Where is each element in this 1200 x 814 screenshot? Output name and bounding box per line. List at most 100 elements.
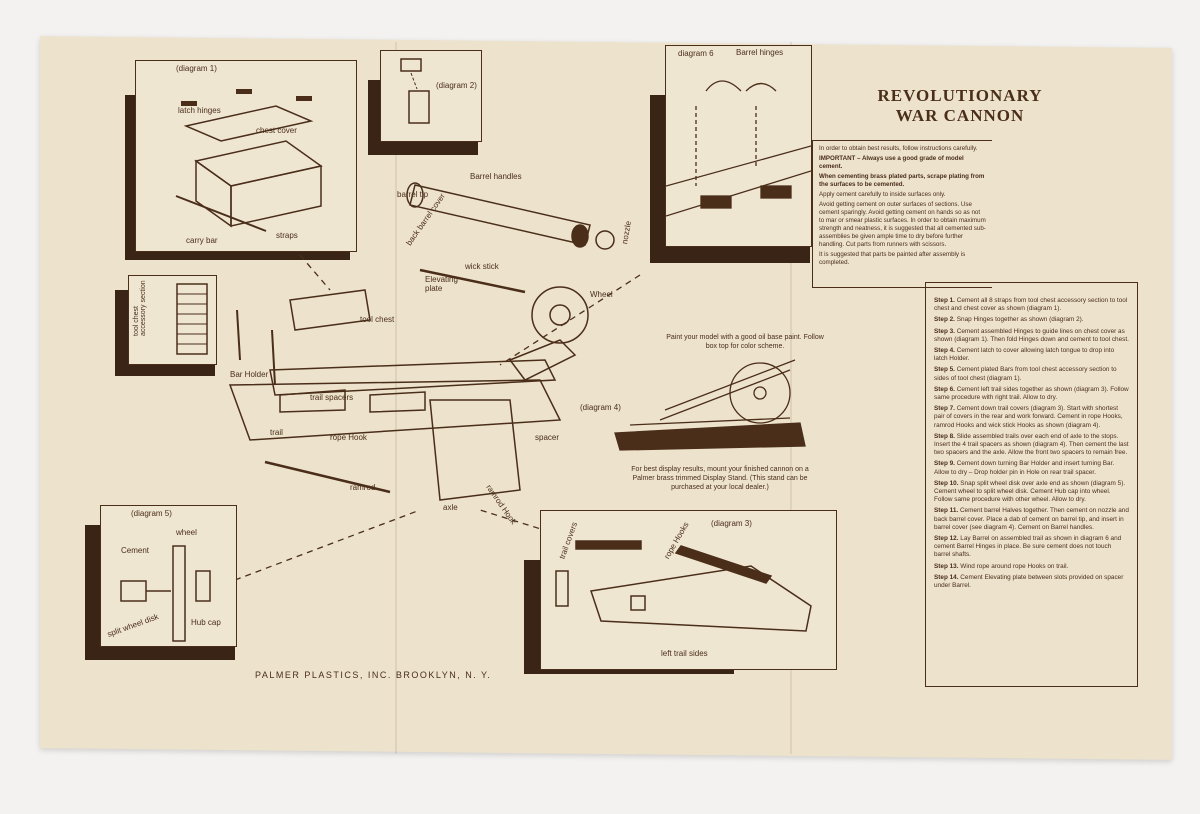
trail-assembly-drawing — [555, 540, 812, 632]
step-text: Cement plated Bars from tool chest acces… — [934, 366, 1117, 382]
step-label: Step 10. — [934, 479, 959, 487]
spacer-label: spacer — [535, 433, 560, 442]
accessory-runner-drawing — [176, 283, 208, 355]
intro-line: Apply cement carefully to inside surface… — [819, 191, 946, 198]
intro-line: In order to obtain best results, follow … — [819, 145, 978, 152]
intro-instructions: In order to obtain best results, follow … — [812, 140, 992, 288]
title-line-2: WAR CANNON — [895, 106, 1025, 125]
step-text: Cement left trail sides together as show… — [934, 385, 1129, 402]
barrel-hinge-drawing — [666, 80, 811, 217]
step-label: Step 5. — [934, 366, 955, 374]
wheel-label: Wheel — [590, 290, 613, 299]
wheel-label-diagram-5: wheel — [176, 528, 197, 537]
step-text: Cement down trail covers (diagram 3). St… — [934, 405, 1123, 429]
ramrod-label: ramrod — [350, 483, 376, 492]
step-item: Step 7. Cement down trail covers (diagra… — [934, 405, 1129, 430]
step-text: Cement barrel Halves together. Then ceme… — [934, 507, 1129, 531]
step-item: Step 6. Cement left trail sides together… — [934, 386, 1129, 402]
elevating-plate-label: Elevating plate — [425, 275, 458, 293]
step-text: Snap Hinges together as shown (diagram 2… — [956, 316, 1084, 324]
axle-label: axle — [443, 503, 458, 512]
step-text: Cement down turning Bar Holder and inser… — [934, 460, 1115, 476]
diagram-shadow — [115, 290, 130, 375]
step-label: Step 9. — [934, 460, 955, 468]
step-item: Step 9. Cement down turning Bar Holder a… — [934, 460, 1129, 476]
diagram-1-box: (diagram 1) latch hinges chest cover car… — [135, 60, 357, 252]
title-line-1: REVOLUTIONARY — [877, 86, 1043, 105]
intro-line: It is suggested that parts be painted af… — [819, 251, 966, 266]
diagram-2-label: (diagram 2) — [436, 81, 477, 90]
step-label: Step 8. — [934, 432, 955, 440]
hinge-drawing — [400, 58, 430, 124]
diagram-shadow — [85, 525, 103, 660]
step-text: Cement all 8 straps from tool chest acce… — [934, 297, 1128, 313]
fold-line — [395, 42, 397, 754]
manufacturer-footer: PALMER PLASTICS, INC. BROOKLYN, N. Y. — [255, 670, 492, 680]
latch-hinges-label: latch hinges — [178, 106, 221, 115]
step-item: Step 4. Cement latch to cover allowing l… — [934, 347, 1129, 363]
step-label: Step 2. — [934, 316, 955, 324]
left-trail-sides-label: left trail sides — [661, 649, 708, 658]
step-item: Step 5. Cement plated Bars from tool che… — [934, 366, 1129, 382]
step-item: Step 2. Snap Hinges together as shown (d… — [934, 316, 1129, 324]
step-label: Step 1. — [934, 297, 955, 304]
diagram-3-label: (diagram 3) — [711, 519, 752, 528]
step-text: Cement Elevating plate between slots pro… — [934, 573, 1124, 590]
step-text: Cement latch to cover allowing latch ton… — [934, 347, 1115, 363]
step-text: Snap split wheel disk over axle end as s… — [934, 479, 1126, 504]
step-label: Step 4. — [934, 347, 955, 355]
chest-cover-label: chest cover — [256, 126, 297, 135]
step-label: Step 7. — [934, 405, 955, 413]
diagram-5-box: (diagram 5) Cement wheel split wheel dis… — [100, 505, 237, 647]
trail-label: trail — [270, 428, 283, 437]
step-item: Step 1. Cement all 8 straps from tool ch… — [934, 297, 1129, 313]
diagram-6-box: diagram 6 Barrel hinges — [665, 45, 812, 247]
step-item: Step 12. Lay Barrel on assembled trail a… — [934, 535, 1129, 560]
diagram-shadow — [650, 245, 810, 263]
diagram-shadow — [368, 80, 383, 155]
step-label: Step 6. — [934, 385, 955, 393]
trail-spacers-label: trail spacers — [310, 393, 354, 402]
diagram-4-label: (diagram 4) — [580, 403, 621, 412]
diagram-2-box: (diagram 2) — [380, 50, 482, 142]
assembly-steps: Step 1. Cement all 8 straps from tool ch… — [925, 282, 1138, 687]
step-text: Wind rope around rope Hooks on trail. — [960, 562, 1069, 570]
accessory-section-box: tool chest accessory section — [128, 275, 217, 365]
barrel-tip-label: barrel tip — [397, 190, 429, 199]
step-label: Step 13. — [934, 562, 959, 570]
step-label: Step 14. — [934, 573, 959, 581]
step-label: Step 3. — [934, 327, 955, 335]
step-item: Step 10. Snap split wheel disk over axle… — [934, 480, 1129, 505]
step-text: Slide assembled trails over each end of … — [934, 432, 1129, 457]
step-item: Step 3. Cement assembled Hinges to guide… — [934, 328, 1129, 344]
intro-important: IMPORTANT – Always use a good grade of m… — [819, 155, 964, 170]
tool-chest-drawing — [175, 89, 323, 232]
sheet-title: REVOLUTIONARY WAR CANNON — [860, 86, 1060, 126]
diagram-5-label: (diagram 5) — [131, 509, 172, 518]
step-item: Step 11. Cement barrel Halves together. … — [934, 507, 1129, 532]
step-item: Step 8. Slide assembled trails over each… — [934, 433, 1129, 458]
fold-line — [790, 42, 792, 754]
step-item: Step 14. Cement Elevating plate between … — [934, 574, 1129, 590]
step-label: Step 11. — [934, 507, 959, 515]
diagram-shadow — [115, 362, 215, 376]
wick-stick-label: wick stick — [465, 262, 499, 271]
cement-label: Cement — [121, 546, 150, 555]
step-label: Step 12. — [934, 535, 959, 543]
display-stand-note: For best display results, mount your fin… — [631, 466, 809, 491]
intro-brass-note: When cementing brass plated parts, scrap… — [819, 173, 985, 188]
tool-chest-label: tool chest — [360, 315, 395, 324]
bar-holder-label: Bar Holder — [230, 370, 269, 379]
diagram-1-label: (diagram 1) — [176, 64, 217, 73]
wheel-assembly-drawing — [120, 545, 211, 642]
diagram-3-box: (diagram 3) trail covers rope Hooks left… — [540, 510, 837, 670]
barrel-hinges-label: Barrel hinges — [736, 48, 784, 57]
paint-note: Paint your model with a good oil base pa… — [666, 334, 824, 350]
carry-bar-label: carry bar — [186, 236, 218, 245]
diagram-shadow — [650, 95, 668, 263]
rope-hook-label: rope Hook — [330, 433, 367, 442]
hub-cap-label: Hub cap — [191, 618, 221, 627]
diagram-shadow — [524, 560, 542, 672]
diagram-6-label: diagram 6 — [678, 49, 714, 58]
